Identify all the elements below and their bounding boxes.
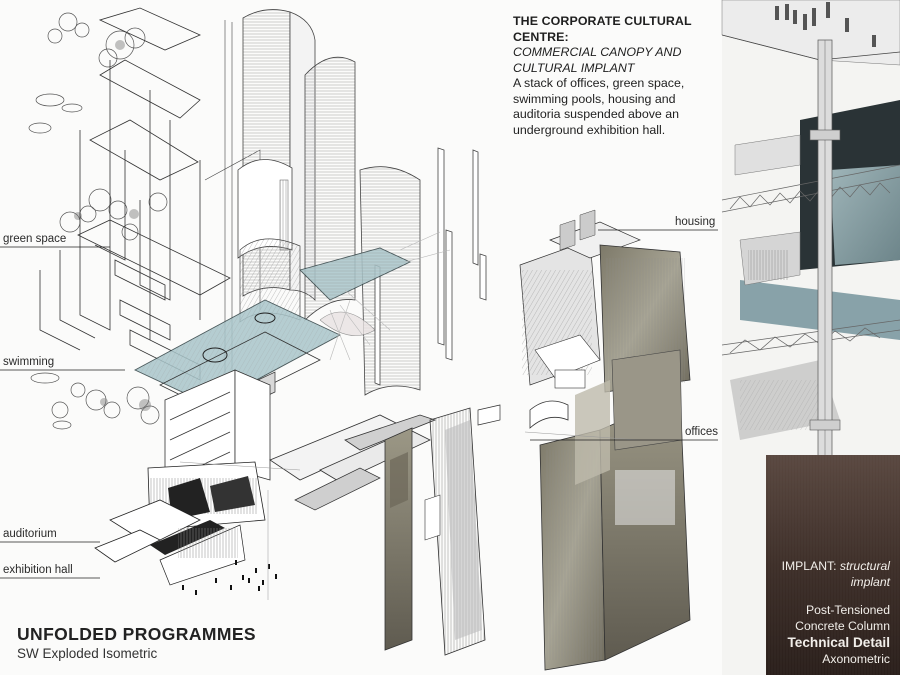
intro-subtitle-2: CULTURAL IMPLANT <box>513 60 635 75</box>
intro-title: THE CORPORATE CULTURAL CENTRE: <box>513 14 692 44</box>
light-rays <box>329 231 451 361</box>
implant-italic-1: structural <box>839 559 890 573</box>
label-green-space: green space <box>3 233 67 245</box>
intro-subtitle-1: COMMERCIAL CANOPY AND <box>513 45 682 59</box>
detail-caption: IMPLANT: structural implant Post-Tension… <box>766 558 890 667</box>
implant-italic-2: implant <box>850 575 890 589</box>
detail-heading: Technical Detail <box>787 635 891 650</box>
detail-line-1: Post-Tensioned <box>805 603 890 617</box>
green-space-slabs <box>39 7 231 381</box>
technical-detail-panel <box>721 0 900 675</box>
label-exhibition-hall: exhibition hall <box>3 564 73 576</box>
label-leaders <box>0 229 718 579</box>
label-auditorium: auditorium <box>3 528 57 540</box>
label-swimming: swimming <box>3 356 55 368</box>
construction-lines <box>179 431 641 600</box>
offices-block <box>539 349 691 671</box>
label-offices: offices <box>685 426 719 438</box>
label-housing: housing <box>675 216 716 228</box>
detail-line-2: Concrete Column <box>795 619 890 633</box>
page-title: UNFOLDED PROGRAMMES <box>17 624 256 644</box>
detail-line-3: Axonometric <box>822 652 890 666</box>
intro-description: A stack of offices, green space, swimmin… <box>513 76 685 137</box>
swimming-deck <box>133 247 412 426</box>
column-slabs <box>374 147 487 386</box>
people-figures <box>182 560 277 595</box>
implant-label: IMPLANT: <box>781 559 837 573</box>
auditorium-block <box>94 461 266 586</box>
intro-text-block: THE CORPORATE CULTURAL CENTRE: COMMERCIA… <box>513 14 718 138</box>
page-subtitle: SW Exploded Isometric <box>17 646 158 661</box>
tree-shadows <box>74 40 151 411</box>
concrete-core-wall <box>384 404 501 656</box>
curved-tower <box>237 9 421 396</box>
